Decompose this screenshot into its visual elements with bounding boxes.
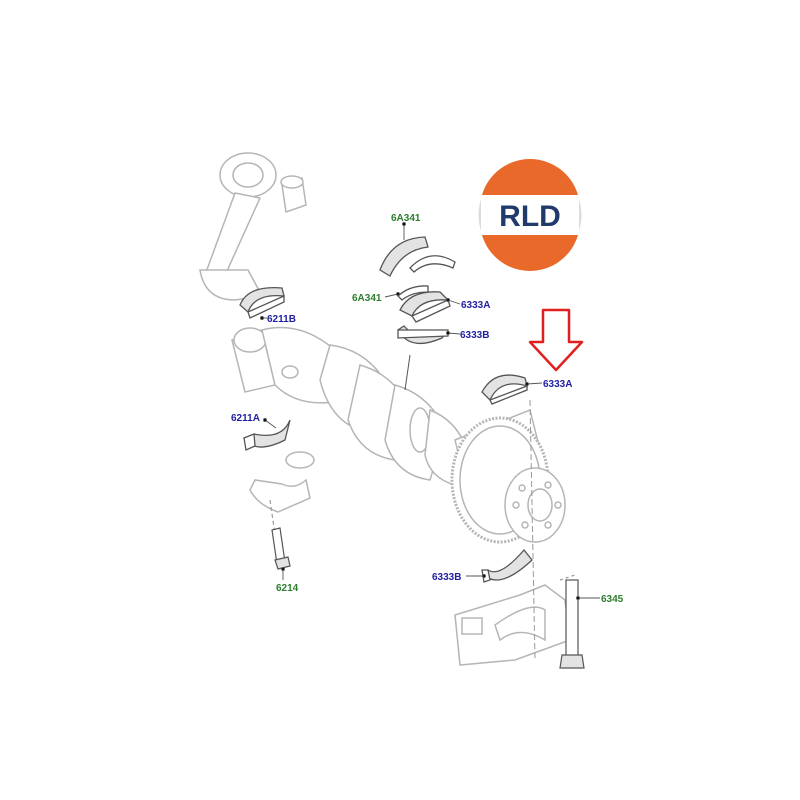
- rod-bolt: [269, 499, 291, 570]
- label-6333a-right: 6333A: [543, 379, 572, 390]
- main-bearing-cap: [454, 584, 571, 666]
- label-6333b-bottom: 6333B: [432, 572, 461, 583]
- main-bearing-upper-top: [399, 291, 451, 323]
- label-6214: 6214: [276, 583, 299, 594]
- main-bearing-lower-bottom: [481, 548, 533, 583]
- rld-logo: RLD: [478, 158, 582, 271]
- rod-bearing-upper: [239, 286, 285, 319]
- rod-cap: [249, 451, 315, 513]
- flywheel: [450, 416, 566, 544]
- logo-text: RLD: [499, 200, 561, 233]
- main-bearing-upper-right: [481, 374, 528, 405]
- highlight-arrow-icon: [528, 308, 584, 372]
- main-bolt: [559, 574, 585, 669]
- label-6345: 6345: [601, 594, 624, 605]
- label-6a341-lower: 6A341: [352, 293, 382, 304]
- connecting-rod: [199, 152, 277, 301]
- label-6a341-upper: 6A341: [391, 213, 421, 224]
- small-end-bushing: [280, 175, 307, 214]
- label-6333b-top: 6333B: [460, 330, 489, 341]
- leader-lines: [260, 222, 600, 600]
- label-6211b: 6211B: [267, 314, 296, 325]
- rod-bearing-lower: [243, 419, 291, 451]
- main-bearing-lower-top: [397, 325, 449, 345]
- label-6333a-top: 6333A: [461, 300, 490, 311]
- thrust-washer-upper: [379, 236, 456, 277]
- label-6211a: 6211A: [231, 413, 260, 424]
